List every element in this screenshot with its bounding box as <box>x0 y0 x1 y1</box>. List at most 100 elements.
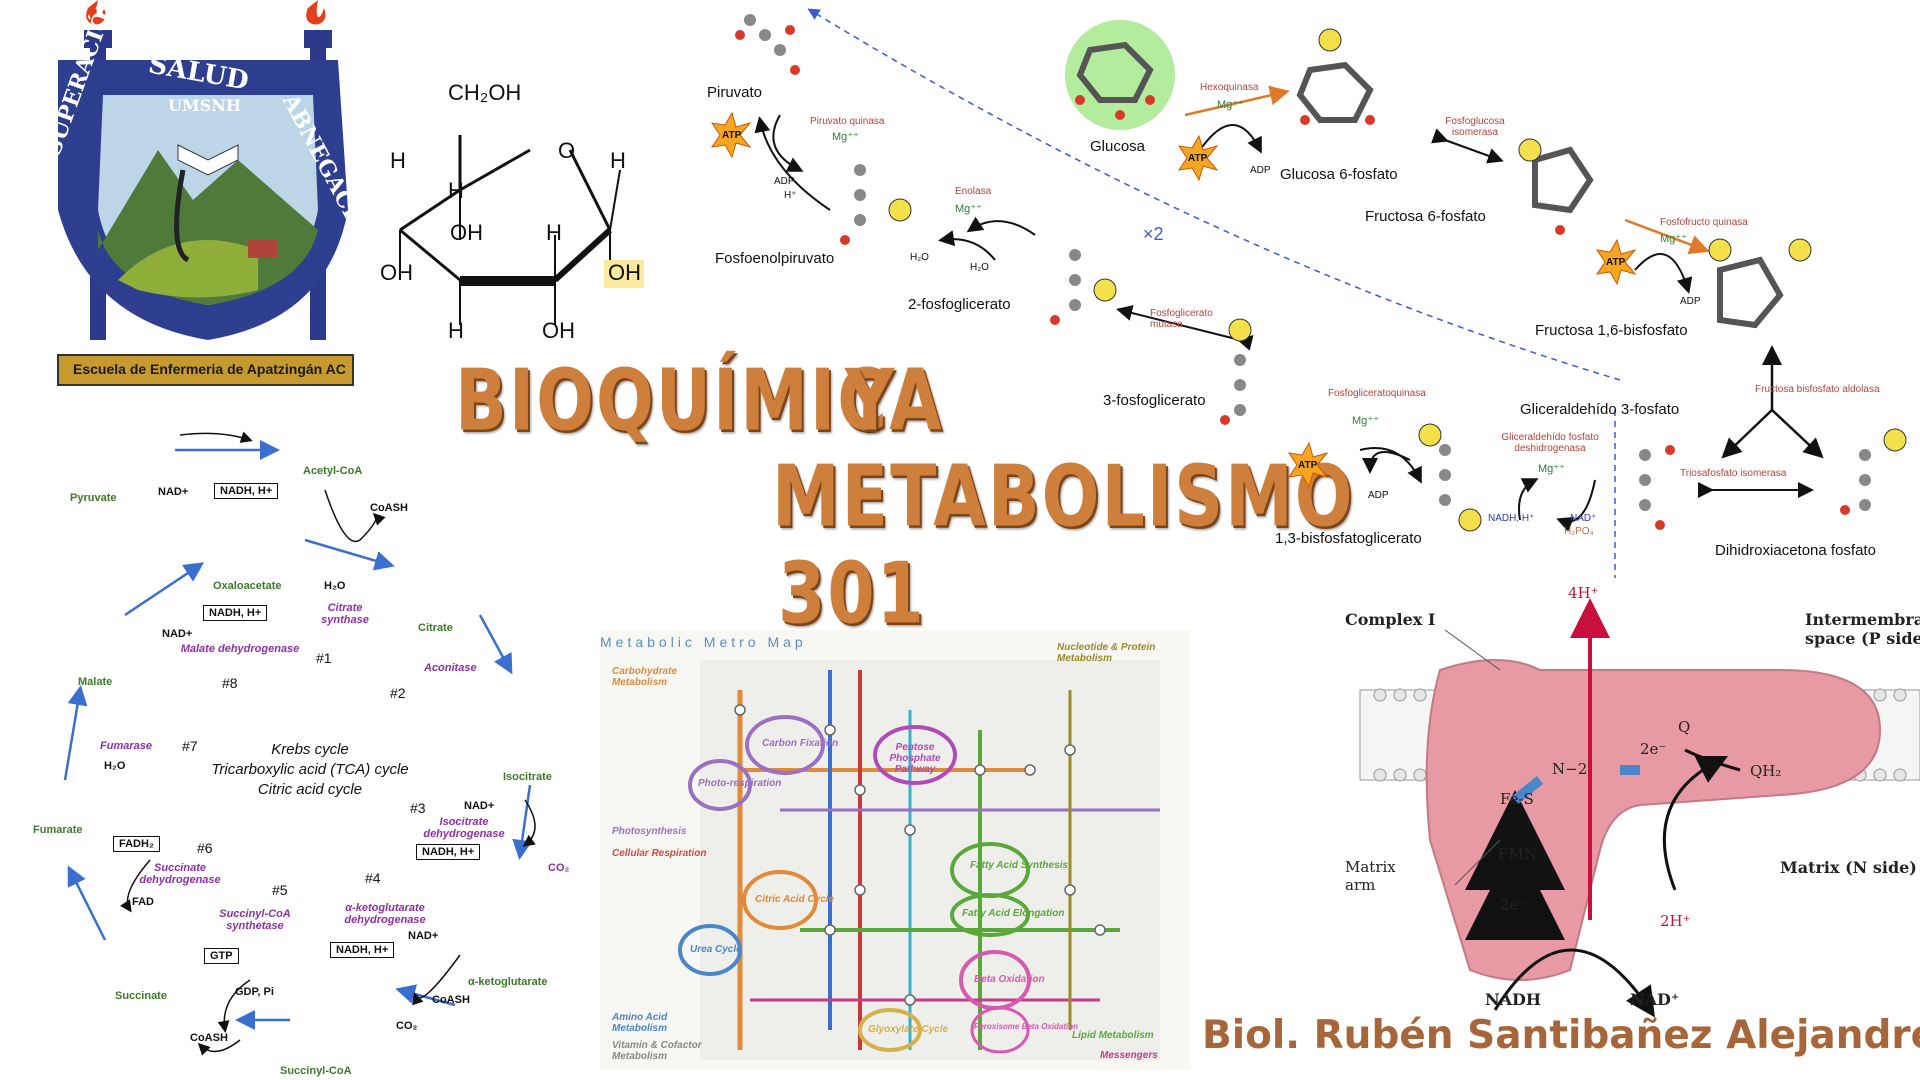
cofactor-mg: Mg⁺⁺ <box>1660 233 1687 245</box>
krebs-step: #2 <box>390 685 406 701</box>
molecule-glucosa-icon <box>1075 41 1155 120</box>
ring-highlighted-oh: OH <box>608 260 641 285</box>
krebs-nad: NAD+ <box>162 628 193 640</box>
legend-photosynthesis: Photosynthesis <box>612 826 687 837</box>
title-301: 301 <box>778 545 926 644</box>
title-bioquimica: BIOQUÍMICA <box>455 352 944 451</box>
cycle-citric-acid: Citric Acid Cycle <box>755 894 835 905</box>
krebs-step: #8 <box>222 675 238 691</box>
krebs-coash: CoASH <box>370 502 408 514</box>
label-glucosa: Glucosa <box>1090 138 1146 155</box>
enzyme-fosfoglicerato-mutasa: Fosfoglicerato mutasa <box>1150 308 1213 330</box>
glucose-ring-structure: CH₂OH H O H H OH H OH OH H OH <box>380 70 680 350</box>
krebs-pyruvate: Pyruvate <box>70 492 117 504</box>
krebs-fadh2-box: FADH₂ <box>113 836 160 852</box>
author-name: Biol. Rubén Santibañez Alejandrez <box>1202 1013 1920 1058</box>
glycolysis-diagram: Piruvato Glucosa Glucosa 6-fosfato Fruct… <box>680 0 1920 590</box>
molecule-g3p-icon <box>1639 445 1675 530</box>
cofactor-mg: Mg⁺⁺ <box>832 131 859 143</box>
cycle-beta-oxidation: Beta Oxidation <box>974 974 1045 985</box>
proton-in-label: 2H⁺ <box>1660 912 1691 930</box>
qh2-label: QH₂ <box>1750 762 1782 780</box>
complex-i-title: Complex I <box>1345 610 1436 629</box>
krebs-step: #5 <box>272 882 288 898</box>
krebs-oxaloacetate: Oxaloacetate <box>213 580 282 592</box>
cofactor-adp: ADP <box>1250 165 1271 176</box>
fmn-label: FMN <box>1498 845 1537 863</box>
krebs-isocitrate: Isocitrate <box>503 771 552 783</box>
ring-label: H <box>610 148 626 173</box>
enzyme-citrate-synthase: Citrate synthase <box>321 602 369 626</box>
label-bpg13: 1,3-bisfosfatoglicerato <box>1275 530 1422 547</box>
cofactor-mg: Mg⁺⁺ <box>955 203 982 215</box>
metro-title: Metabolic Metro Map <box>600 634 807 650</box>
glycolysis-arrows <box>710 8 1907 578</box>
cofactor-h-plus: H⁺ <box>784 190 797 201</box>
label-pg3: 3-fosfoglicerato <box>1103 392 1206 409</box>
ring-label: H <box>448 178 464 203</box>
cofactor-mg: Mg⁺⁺ <box>1538 463 1565 475</box>
metabolic-metro-map: Metabolic Metro Map Carbohydrate Metabol… <box>600 630 1190 1070</box>
title-metabolismo: METABOLISMO <box>772 448 1355 547</box>
nadh-label: NADH <box>1485 990 1542 1009</box>
logo-center: UMSNH <box>168 96 241 115</box>
logo-banner: Escuela de Enfermeria de Apatzingán AC <box>73 361 346 377</box>
enzyme-succinate-dh: Succinate dehydrogenase <box>139 862 221 886</box>
enzyme-enolasa: Enolasa <box>955 186 992 197</box>
enzyme-isocitrate-dh: Isocitrate dehydrogenase <box>423 816 505 840</box>
krebs-step: #1 <box>316 650 332 666</box>
cycle-urea: Urea Cycle <box>690 944 742 955</box>
electron-label: 2e⁻ <box>1640 740 1667 758</box>
molecule-f16bp-icon <box>1708 238 1812 329</box>
legend-cellular-respiration: Cellular Respiration <box>612 848 707 859</box>
krebs-fumarate: Fumarate <box>33 824 83 836</box>
cofactor-atp: ATP <box>1298 460 1318 471</box>
enzyme-aconitase: Aconitase <box>424 662 477 674</box>
krebs-title: Krebs cycle Tricarboxylic acid (TCA) cyc… <box>190 740 430 800</box>
krebs-nadh-box: NADH, H+ <box>203 605 268 621</box>
krebs-nad: NAD+ <box>464 800 495 812</box>
cycle-fatty-acid-elongation: Fatty Acid Elongation <box>962 908 1065 919</box>
cycle-fatty-acid-synthesis: Fatty Acid Synthesis <box>970 860 1068 871</box>
krebs-step: #6 <box>197 840 213 856</box>
molecule-f6p-icon <box>1518 138 1594 235</box>
label-g3p: Gliceraldehído 3-fosfato <box>1520 401 1680 418</box>
krebs-citrate: Citrate <box>418 622 453 634</box>
krebs-title-line: Citric acid cycle <box>257 781 363 798</box>
enzyme-triosafosfato-isomerasa: Triosafosfato isomerasa <box>1680 468 1787 479</box>
enzyme-fosfoglucosa-isomerasa: Fosfoglucosa isomerasa <box>1445 116 1505 138</box>
matrix-side-label: Matrix (N side) <box>1780 858 1917 877</box>
cofactor-h2o: H₂O <box>910 252 929 263</box>
intermembrane-label: Intermembrane space (P side) <box>1805 610 1920 648</box>
krebs-co2: CO₂ <box>548 862 570 874</box>
metro-lines <box>678 660 1160 1060</box>
cofactor-h2o: H₂O <box>970 262 989 273</box>
molecule-piruvato-icon <box>735 14 800 75</box>
atp-star-icon <box>1595 238 1637 286</box>
krebs-fad: FAD <box>132 896 154 908</box>
label-g6p: Glucosa 6-fosfato <box>1280 166 1398 183</box>
legend-messengers: Messengers <box>1100 1050 1158 1061</box>
fes-label: Fe-S <box>1500 790 1534 808</box>
ring-label: H <box>546 220 562 245</box>
ring-oxygen: O <box>558 138 576 163</box>
molecule-pg3-icon <box>1220 318 1252 425</box>
label-pep: Fosfoenolpiruvato <box>715 250 835 267</box>
enzyme-g3p-deshidrogenasa: Gliceraldehído fosfato deshidrogenasa <box>1501 432 1599 454</box>
krebs-step: #3 <box>410 800 426 816</box>
krebs-nad: NAD+ <box>158 486 189 498</box>
krebs-nadh-box: NADH, H+ <box>416 844 481 860</box>
ring-label: OH <box>380 260 413 285</box>
molecule-bpg13-icon <box>1418 423 1482 532</box>
krebs-gtp-box: GTP <box>204 948 239 964</box>
cofactor-mg: Mg⁺⁺ <box>1217 99 1244 111</box>
krebs-arrows <box>63 431 536 1056</box>
krebs-step: #7 <box>182 738 198 754</box>
krebs-co2: CO₂ <box>396 1020 418 1032</box>
cofactor-atp: ATP <box>1606 257 1626 268</box>
legend-lipid: Lipid Metabolism <box>1072 1030 1154 1041</box>
matrix-arm-label: Matrix arm <box>1345 858 1396 894</box>
atp-star-icon <box>710 111 752 159</box>
krebs-coash: CoASH <box>190 1032 228 1044</box>
molecule-dhap-icon <box>1840 428 1907 515</box>
